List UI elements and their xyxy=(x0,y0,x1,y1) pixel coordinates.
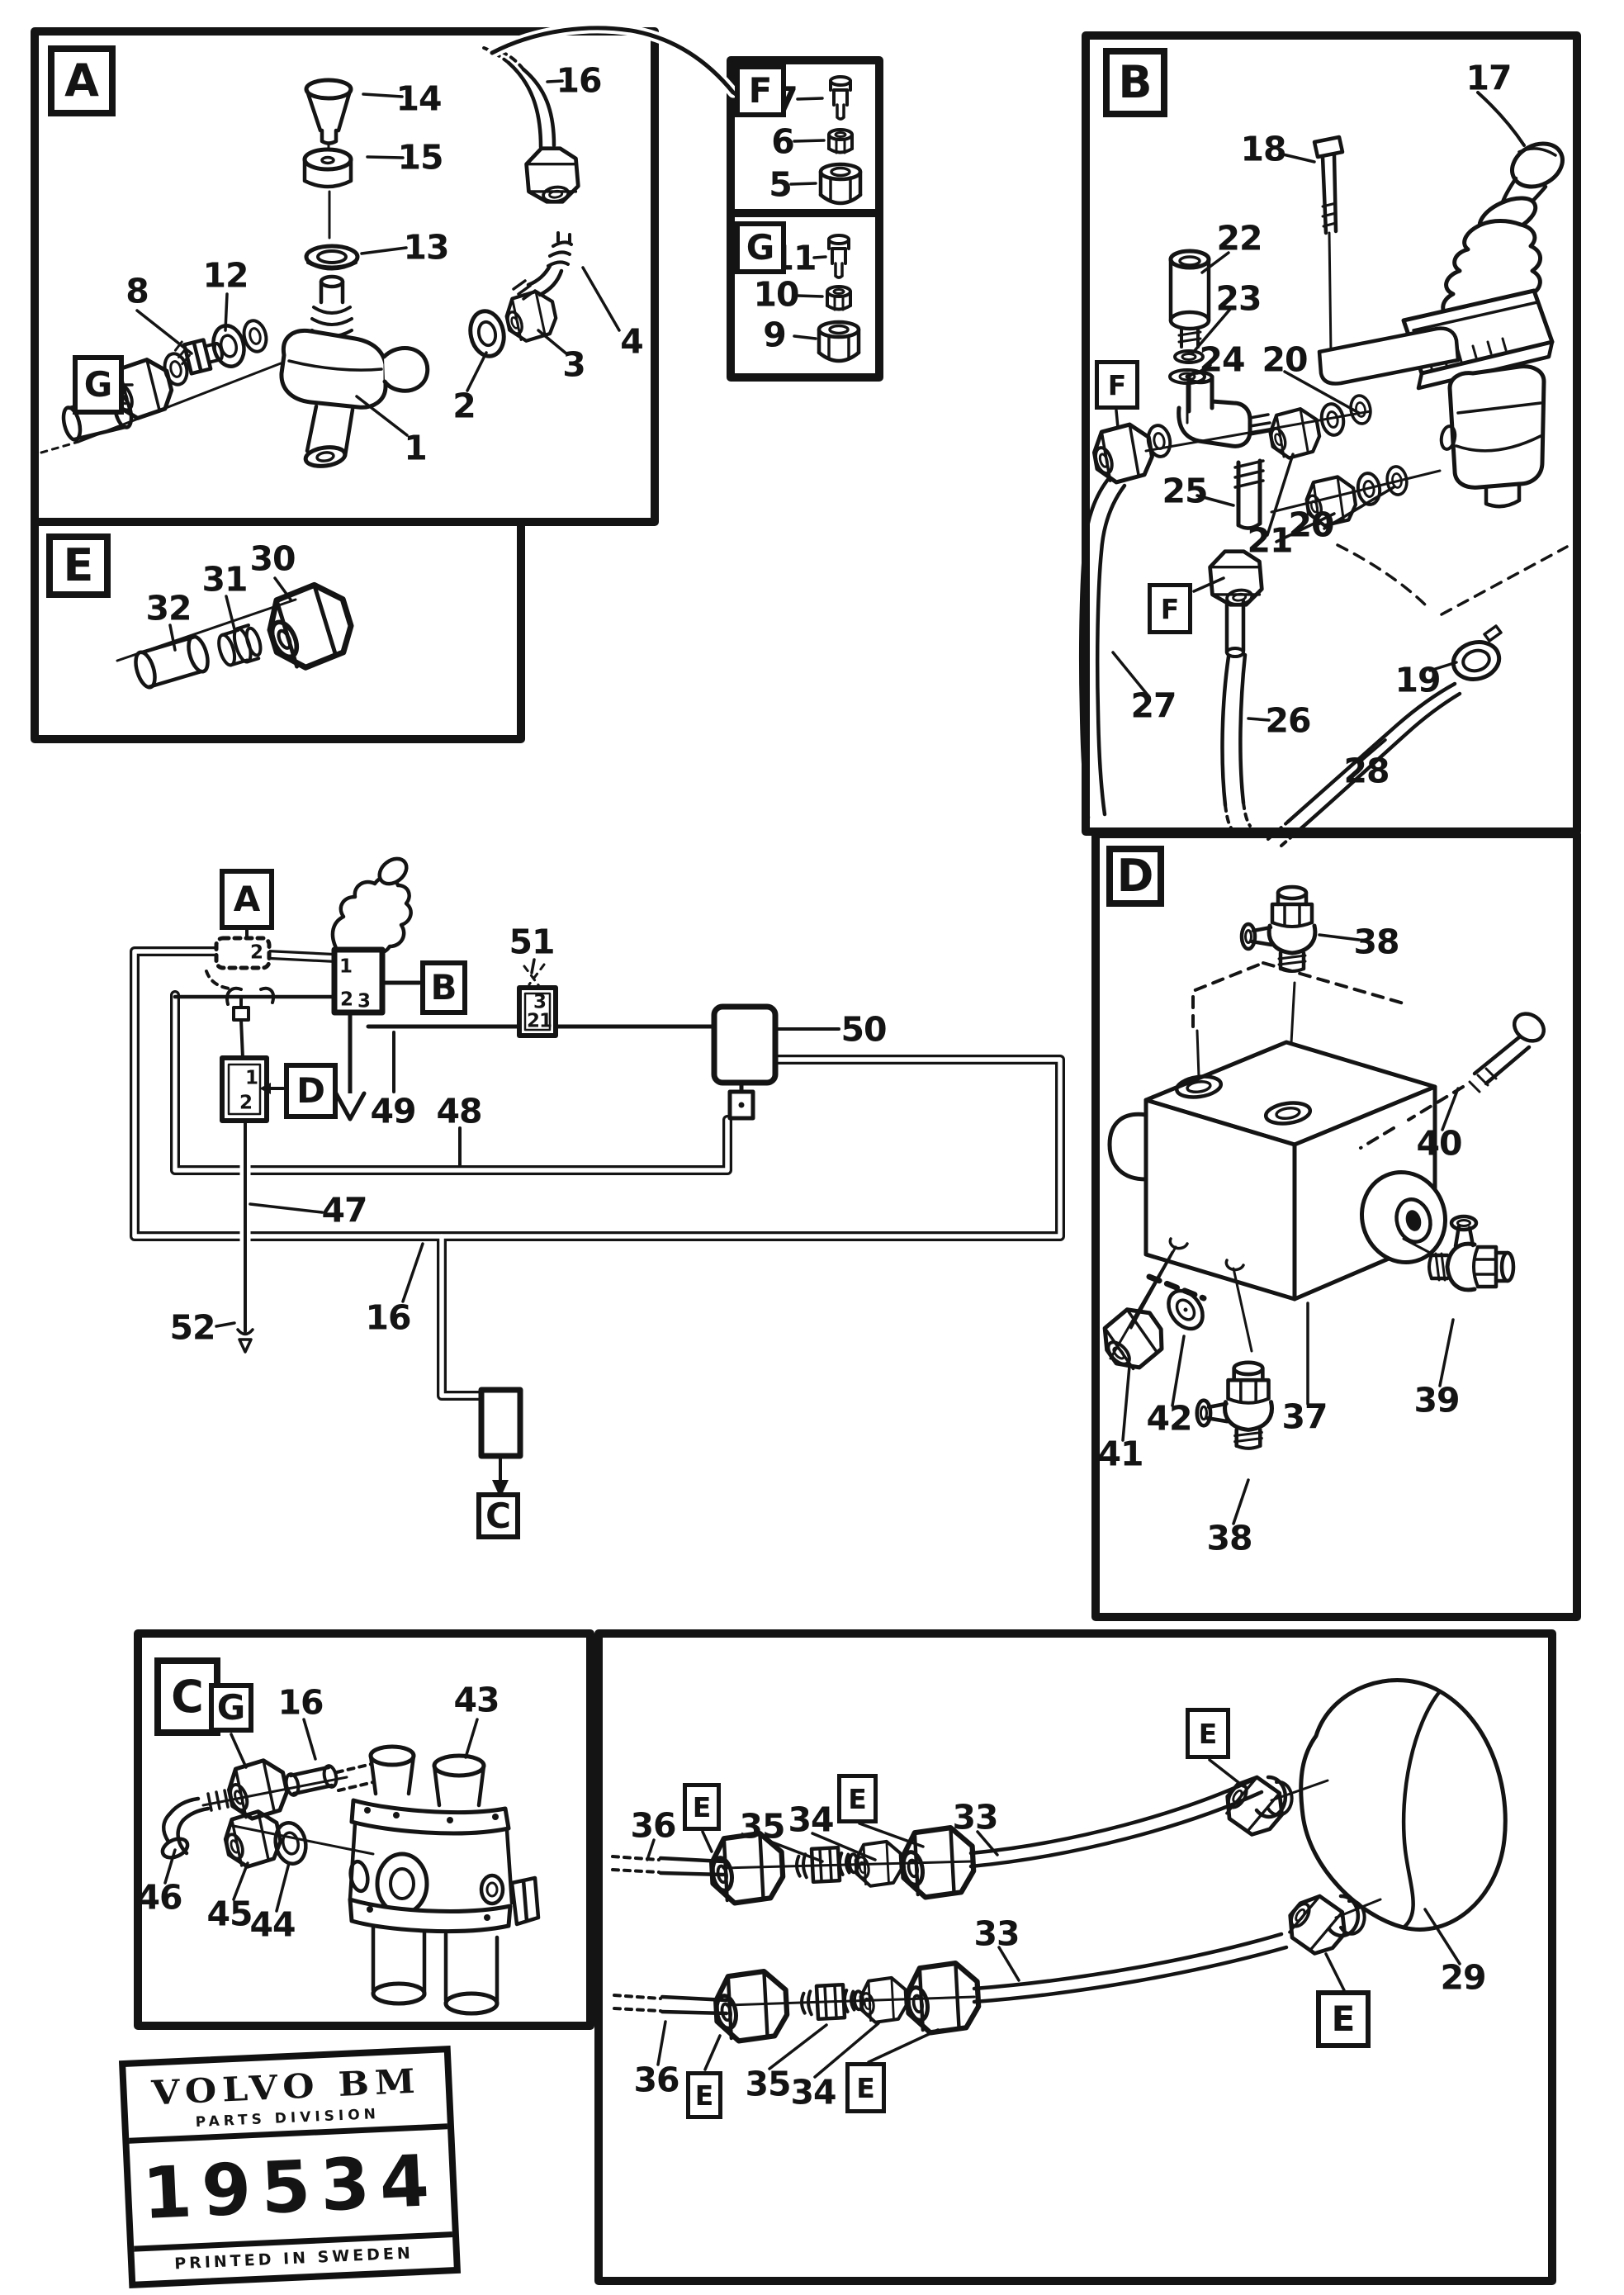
callout-34-57: 34 xyxy=(790,2072,836,2112)
panel-b-art xyxy=(1078,91,1569,847)
stamp-number: 19534 xyxy=(140,2139,441,2236)
callout-18-20: 18 xyxy=(1240,129,1286,169)
callout-37-34: 37 xyxy=(1281,1396,1328,1437)
callout-16-46: 16 xyxy=(277,1682,324,1723)
callout-32-10: 32 xyxy=(145,588,192,628)
section-label-E-15: E xyxy=(683,1783,721,1831)
section-label-F-7: F xyxy=(1148,583,1192,634)
callout-48-42: 48 xyxy=(436,1091,482,1131)
callout-49-41: 49 xyxy=(370,1091,416,1131)
callout-20-27: 20 xyxy=(1288,505,1334,545)
callout-36-51: 36 xyxy=(630,1805,676,1846)
callout-25-25: 25 xyxy=(1162,471,1208,511)
callout-39-35: 39 xyxy=(1413,1380,1460,1420)
section-label-E-20: E xyxy=(1316,1990,1371,2048)
callout-36-55: 36 xyxy=(633,2060,679,2100)
schematic-mark-1: 2 xyxy=(339,989,354,1011)
callout-38-32: 38 xyxy=(1353,922,1399,962)
callout-16-44: 16 xyxy=(365,1297,411,1338)
schematic-mark-3: 2 xyxy=(249,941,264,964)
callout-20-24: 20 xyxy=(1262,339,1308,380)
callout-50-40: 50 xyxy=(840,1009,887,1050)
callout-9-18: 9 xyxy=(763,315,787,355)
gauge-lines-art xyxy=(611,1678,1508,2079)
callout-2-6: 2 xyxy=(452,386,476,426)
air-schematic xyxy=(130,856,1065,1498)
section-label-C-12: C xyxy=(476,1492,520,1539)
section-label-G-1: G xyxy=(73,355,124,415)
volvo-bm-stamp: VOLVO BM PARTS DIVISION 19534 PRINTED IN… xyxy=(118,2046,462,2288)
callout-34-53: 34 xyxy=(788,1799,834,1840)
callout-15-1: 15 xyxy=(397,137,443,178)
section-label-E-16: E xyxy=(837,1774,878,1823)
callout-42-37: 42 xyxy=(1146,1398,1192,1439)
callout-1-7: 1 xyxy=(404,428,428,468)
panel-a-art xyxy=(40,22,754,468)
callout-16-3: 16 xyxy=(556,60,602,101)
callout-47-43: 47 xyxy=(321,1190,367,1230)
callout-45-49: 45 xyxy=(206,1894,253,1934)
section-label-A-9: A xyxy=(220,869,274,930)
callout-17-19: 17 xyxy=(1465,58,1512,98)
callout-5-15: 5 xyxy=(769,164,793,205)
callout-26-29: 26 xyxy=(1265,700,1311,741)
callout-23-22: 23 xyxy=(1215,278,1262,319)
section-label-G-4: G xyxy=(735,221,786,274)
callout-43-47: 43 xyxy=(453,1680,500,1720)
callout-30-12: 30 xyxy=(249,538,296,579)
callout-19-31: 19 xyxy=(1394,660,1441,700)
section-label-D-11: D xyxy=(284,1063,338,1119)
schematic-mark-6: 1 xyxy=(538,1010,553,1032)
callout-12-8: 12 xyxy=(202,255,249,296)
section-label-E-17: E xyxy=(686,2071,722,2119)
callout-38-38: 38 xyxy=(1206,1518,1252,1558)
callout-4-4: 4 xyxy=(620,321,644,362)
callout-33-54: 33 xyxy=(952,1797,998,1837)
section-label-D-8: D xyxy=(1106,846,1164,907)
legend-g-art xyxy=(793,234,859,361)
schematic-mark-5: 2 xyxy=(526,1010,541,1032)
callout-21-26: 21 xyxy=(1247,520,1293,561)
callout-29-59: 29 xyxy=(1440,1957,1486,1998)
callout-27-28: 27 xyxy=(1130,685,1177,726)
callout-35-56: 35 xyxy=(745,2064,791,2104)
callout-41-36: 41 xyxy=(1097,1434,1143,1474)
callout-28-30: 28 xyxy=(1343,751,1390,791)
callout-46-48: 46 xyxy=(136,1877,182,1918)
callout-24-23: 24 xyxy=(1199,339,1245,380)
schematic-mark-4: 3 xyxy=(533,991,547,1013)
legend-f-art xyxy=(789,75,860,203)
callout-40-33: 40 xyxy=(1416,1123,1462,1164)
section-label-A-0: A xyxy=(48,45,116,116)
section-label-G-14: G xyxy=(209,1683,253,1733)
schematic-mark-0: 1 xyxy=(339,955,353,978)
section-label-F-6: F xyxy=(1095,360,1139,410)
schematic-mark-7: 1 xyxy=(244,1067,259,1089)
callout-31-11: 31 xyxy=(201,559,248,600)
panel-e-art xyxy=(116,578,358,690)
callout-52-45: 52 xyxy=(169,1307,215,1348)
callout-22-21: 22 xyxy=(1216,218,1262,258)
section-label-E-2: E xyxy=(46,533,111,598)
callout-3-5: 3 xyxy=(562,344,586,385)
panel-c-art xyxy=(160,1718,541,2016)
callout-33-58: 33 xyxy=(973,1913,1020,1954)
callout-8-9: 8 xyxy=(125,271,149,311)
callout-51-39: 51 xyxy=(509,922,555,962)
schematic-mark-2: 3 xyxy=(357,990,372,1012)
callout-14-0: 14 xyxy=(395,78,442,119)
callout-44-50: 44 xyxy=(249,1904,296,1945)
schematic-mark-8: 2 xyxy=(239,1092,253,1114)
section-label-F-3: F xyxy=(735,64,786,117)
callout-13-2: 13 xyxy=(403,227,449,268)
section-label-B-10: B xyxy=(420,960,467,1015)
section-label-E-19: E xyxy=(1186,1708,1230,1759)
section-label-E-18: E xyxy=(845,2062,886,2113)
panel-d-art xyxy=(1093,887,1546,1525)
callout-10-17: 10 xyxy=(753,274,799,315)
section-label-B-5: B xyxy=(1103,48,1167,117)
callout-35-52: 35 xyxy=(739,1806,785,1847)
callout-6-14: 6 xyxy=(771,121,795,162)
